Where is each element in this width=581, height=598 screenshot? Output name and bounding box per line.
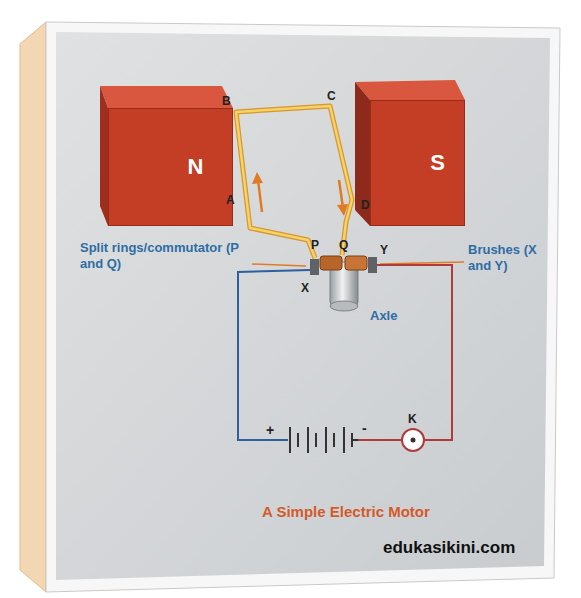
terminal-sign: - xyxy=(362,420,367,437)
leader-line xyxy=(380,262,464,264)
brush xyxy=(310,259,319,275)
current-arrowhead xyxy=(252,172,263,184)
coil-outline xyxy=(236,106,352,258)
coil-corner-label: D xyxy=(361,198,370,212)
magnet-side-face xyxy=(100,86,108,226)
board-edge xyxy=(20,22,46,592)
magnet-top-face xyxy=(100,86,233,108)
axle-end xyxy=(330,301,358,311)
coil-corner-label: C xyxy=(327,89,336,103)
magnet-side-face xyxy=(355,82,370,226)
wire xyxy=(377,265,452,440)
brush-label: Y xyxy=(380,243,388,257)
ring-label: P xyxy=(311,238,319,252)
split-ring xyxy=(345,256,367,270)
coil-corner-label: B xyxy=(222,94,231,108)
pole-letter: N xyxy=(188,154,204,180)
pole-letter: S xyxy=(430,150,445,176)
brush xyxy=(368,257,377,273)
coil-corner-label: A xyxy=(226,193,235,207)
watermark: edukasikini.com xyxy=(383,538,515,558)
part-name: Axle xyxy=(370,308,397,324)
split-ring xyxy=(320,256,342,270)
board-frame xyxy=(46,22,560,592)
part-name: Split rings/commutator (P and Q) xyxy=(80,240,252,271)
terminal-sign: + xyxy=(266,422,274,439)
current-arrow xyxy=(258,180,262,212)
wire xyxy=(238,270,310,440)
ring-label: Q xyxy=(339,238,348,252)
north-magnet: N xyxy=(108,108,233,226)
switch-contact xyxy=(411,438,416,443)
coil-wire xyxy=(236,106,352,258)
switch-symbol xyxy=(402,429,424,451)
brush-label: X xyxy=(301,281,309,295)
current-arrow xyxy=(339,180,343,208)
south-magnet: S xyxy=(370,100,465,226)
wire xyxy=(358,439,402,441)
battery-symbol xyxy=(290,427,358,453)
part-name: Brushes (X and Y) xyxy=(468,242,550,273)
switch-label: K xyxy=(408,412,417,426)
current-arrowhead xyxy=(337,204,348,216)
leader-line xyxy=(252,264,306,266)
board-face xyxy=(56,32,550,580)
magnet-top-face xyxy=(355,80,465,100)
caption: A Simple Electric Motor xyxy=(262,503,430,521)
